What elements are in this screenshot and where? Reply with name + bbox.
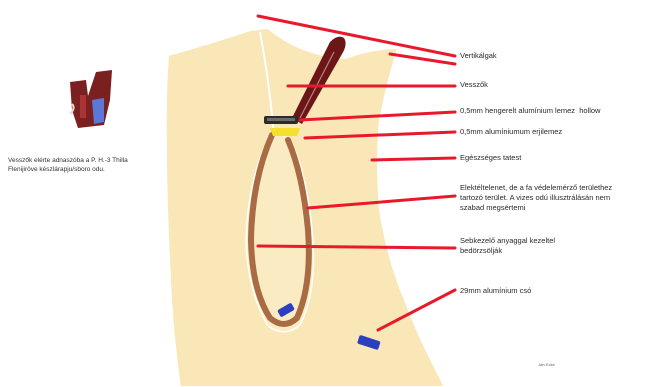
cap-highlight [267,118,295,121]
label-scion: Vesszők [460,80,488,90]
label-aluminum-screw: 29mm alumínium csó [460,286,531,296]
inset-branch-image [70,70,112,128]
yellow-support [270,128,300,136]
label-vertical-branches: Vertikálgak [460,51,497,61]
pointer-healthy-tissue [372,158,455,160]
label-aluminum-foil: 0,5mm hengerelt alumínium lemez hollow [460,106,600,116]
label-aluminum-support: 0,5mm alumíniumum erjilemez [460,127,562,137]
label-filler: Sebkezelő anyaggal kezeltel bedörzsölják [460,236,555,256]
pointer-filler [258,246,455,248]
footnote: Járt-Ecke [538,362,555,367]
label-healthy-tissue: Egészséges tatest [460,153,521,163]
inset-caption: Vesszők elérte adnaszóba a P. H.-3 Thill… [8,156,158,174]
label-dead-wood: Elektéltelenet, de a fa védelemérző terü… [460,183,660,213]
